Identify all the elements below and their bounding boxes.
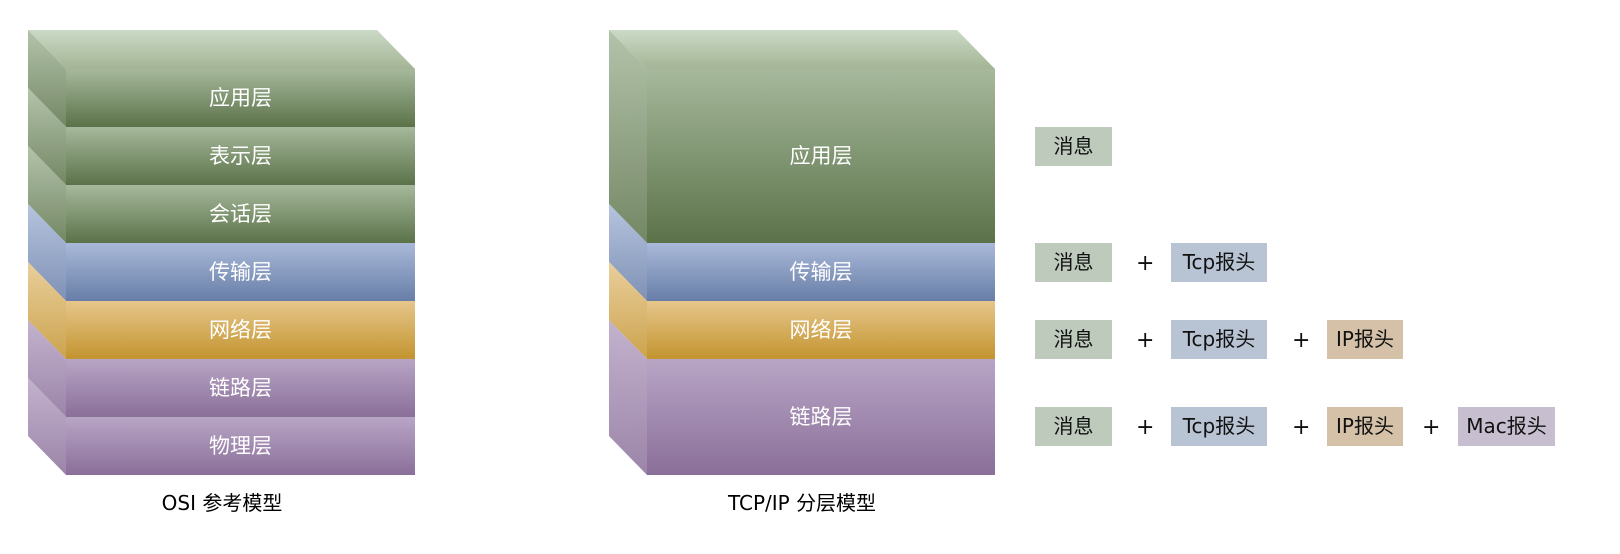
layer-blue	[647, 243, 995, 301]
layer-side-face	[28, 204, 66, 301]
layer-side-face	[609, 204, 647, 301]
plus-sign: +	[1136, 251, 1155, 276]
layer-label: 链路层	[790, 405, 853, 429]
layer-side-face	[28, 88, 66, 185]
plus-sign: +	[1292, 328, 1311, 353]
layer-label: 网络层	[790, 318, 853, 342]
layer-orange	[66, 301, 415, 359]
tcp-header-box: Tcp报头	[1171, 407, 1267, 446]
message-box: 消息	[1035, 407, 1112, 446]
layer-side-face	[28, 146, 66, 243]
layer-blue	[66, 243, 415, 301]
plus-sign: +	[1292, 415, 1311, 440]
plus-sign: +	[1422, 415, 1441, 440]
layer-label: 链路层	[209, 376, 272, 400]
layer-green	[66, 185, 415, 243]
layer-label: 传输层	[790, 260, 853, 284]
layer-side-face	[609, 320, 647, 475]
layer-purple	[647, 359, 995, 475]
layer-side-face	[28, 262, 66, 359]
layer-label: 会话层	[209, 202, 272, 226]
layer-label: 表示层	[209, 144, 272, 168]
layer-orange	[647, 301, 995, 359]
layer-side-face	[28, 30, 66, 127]
tcp-header-box: Tcp报头	[1171, 243, 1267, 282]
layer-purple	[66, 417, 415, 475]
plus-sign: +	[1136, 328, 1155, 353]
layer-label: 应用层	[209, 86, 272, 110]
layer-side-face	[609, 262, 647, 359]
plus-sign: +	[1136, 415, 1155, 440]
message-box: 消息	[1035, 320, 1112, 359]
layer-purple	[66, 359, 415, 417]
tcp-header-box: Tcp报头	[1171, 320, 1267, 359]
layer-side-face	[28, 320, 66, 417]
ip-header-box: IP报头	[1327, 320, 1403, 359]
layer-label: 物理层	[209, 434, 272, 458]
layer-green	[66, 69, 415, 127]
layer-side-face	[28, 378, 66, 475]
tcpip-caption: TCP/IP 分层模型	[727, 491, 876, 515]
layer-label: 应用层	[790, 144, 853, 168]
top-face	[609, 30, 995, 69]
top-face	[28, 30, 415, 69]
ip-header-box: IP报头	[1327, 407, 1403, 446]
layer-label: 传输层	[209, 260, 272, 284]
layer-side-face	[609, 30, 647, 243]
osi-caption: OSI 参考模型	[162, 491, 283, 515]
layer-label: 网络层	[209, 318, 272, 342]
layer-green	[647, 69, 995, 243]
mac-header-box: Mac报头	[1458, 407, 1555, 446]
message-box: 消息	[1035, 127, 1112, 166]
layer-green	[66, 127, 415, 185]
message-box: 消息	[1035, 243, 1112, 282]
